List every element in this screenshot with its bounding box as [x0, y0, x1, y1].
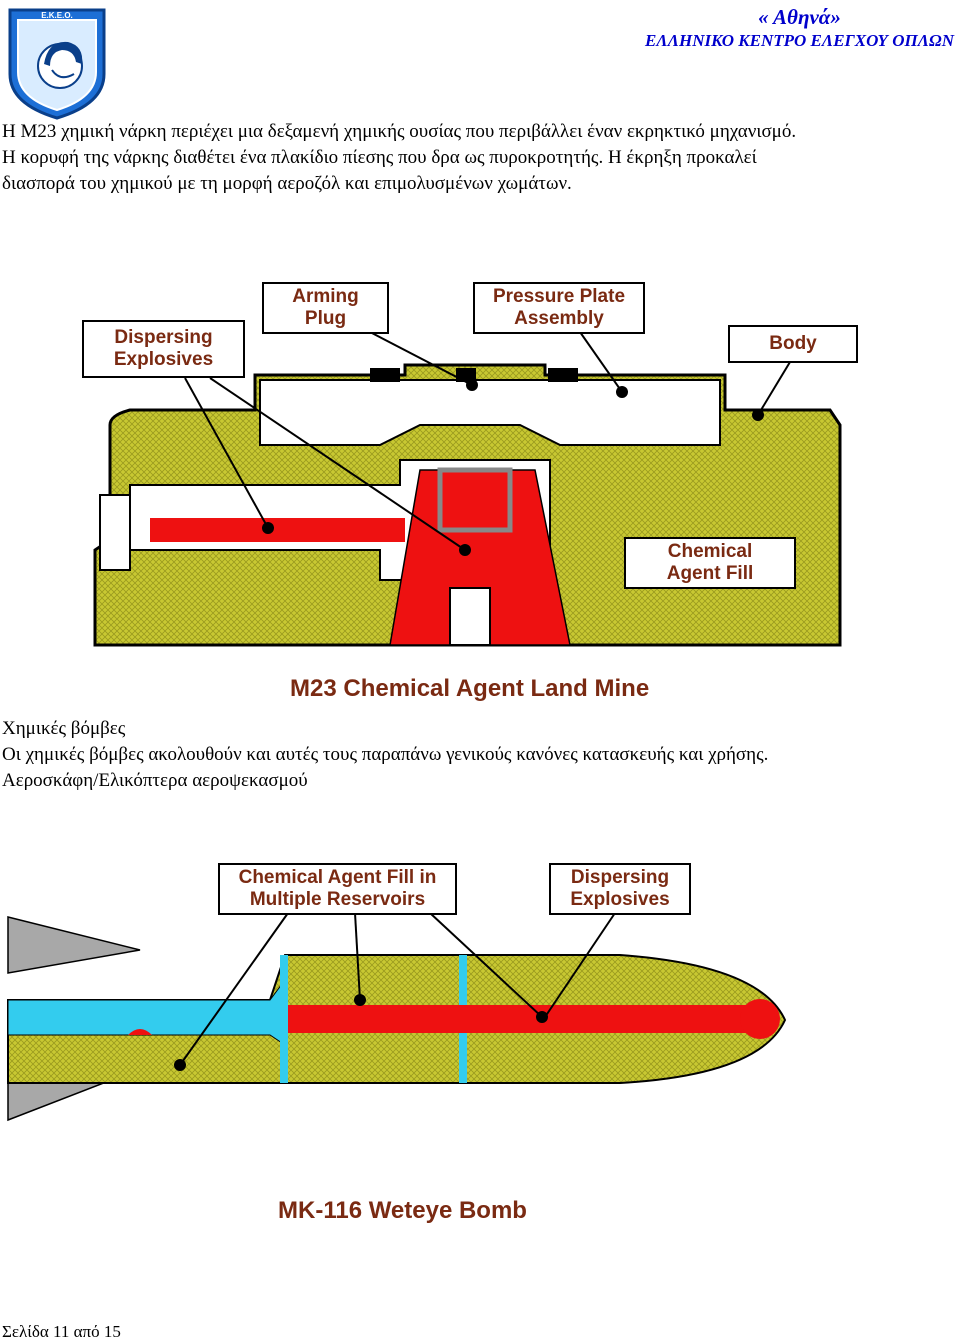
bomb-caption: MK-116 Weteye Bomb — [278, 1197, 527, 1224]
label-dispersing-explosives: Dispersing Explosives — [82, 320, 245, 378]
header-title: « Αθηνά» — [758, 5, 841, 29]
label-chemical-agent-fill-reservoirs: Chemical Agent Fill in Multiple Reservoi… — [218, 863, 457, 915]
section-heading: Χημικές βόμβες — [2, 718, 126, 739]
side-plug — [99, 494, 131, 571]
plate-block-left — [370, 368, 400, 382]
label-chemical-line-2: Agent Fill — [666, 563, 754, 584]
intro-line-2: Η κορυφή της νάρκης διαθέτει ένα πλακίδι… — [2, 147, 757, 168]
mk116-bomb-diagram — [7, 912, 787, 1122]
intro-paragraph: Η M23 χημική νάρκη περιέχει μια δεξαμενή… — [2, 119, 958, 197]
label-arming-line-2: Plug — [304, 308, 347, 329]
logo-text: Ε.Κ.Ε.Ο. — [41, 11, 73, 20]
header-subtitle: ΕΛΛΗΝΙΚΟ ΚΕΝΤΡΟ ΕΛΕΓΧΟΥ ΟΠΛΩΝ — [645, 31, 954, 50]
label-body: Body — [728, 325, 858, 363]
label-arming-plug: Arming Plug — [262, 282, 389, 334]
label-dispersing-line-1: Dispersing — [114, 327, 213, 348]
label-arming-line-1: Arming — [292, 286, 359, 307]
label-fill-line-1: Chemical Agent Fill in — [238, 867, 437, 888]
intro-line-1: Η M23 χημική νάρκη περιέχει μια δεξαμενή… — [2, 121, 797, 142]
section-line-2: Αεροσκάφη/Ελικόπτερα αεροψεκασμού — [2, 770, 308, 791]
mine-leader-dots — [262, 379, 764, 556]
bomb-leader-lines — [179, 912, 616, 1066]
burster-charge — [288, 1005, 771, 1033]
bomb-leader-dots — [174, 994, 548, 1071]
eke-o-logo: Ε.Κ.Ε.Ο. — [8, 8, 106, 120]
label-pressure-line-2: Assembly — [514, 308, 604, 329]
plate-block-right — [548, 368, 578, 382]
label-bomb-disp-line-2: Explosives — [570, 889, 670, 910]
fuze-well — [449, 587, 491, 646]
page-header: « Αθηνά» ΕΛΛΗΝΙΚΟ ΚΕΝΤΡΟ ΕΛΕΓΧΟΥ ΟΠΛΩΝ — [645, 4, 954, 52]
page-footer: Σελίδα 11 από 15 — [2, 1322, 121, 1341]
reservoir-divider-1 — [280, 955, 288, 1083]
dispersing-explosive-tube — [150, 518, 405, 542]
pressure-plate-shape — [259, 379, 721, 446]
burster-nose — [740, 999, 780, 1039]
label-dispersing-line-2: Explosives — [113, 349, 214, 370]
mine-leader-lines — [184, 331, 791, 551]
intro-line-3: διασπορά του χημικού με τη μορφή αεροζόλ… — [2, 173, 572, 194]
label-bomb-disp-line-1: Dispersing — [570, 867, 670, 888]
label-chemical-line-1: Chemical — [667, 541, 753, 562]
upper-fin — [7, 916, 141, 974]
label-pressure-plate-assembly: Pressure Plate Assembly — [473, 282, 645, 334]
bombs-section: Χημικές βόμβες Οι χημικές βόμβες ακολουθ… — [2, 716, 958, 794]
arming-plug-housing — [437, 467, 513, 533]
tail-section — [7, 978, 286, 1046]
label-fill-line-2: Multiple Reservoirs — [249, 889, 426, 910]
label-chemical-agent-fill: Chemical Agent Fill — [624, 537, 796, 589]
mine-caption: M23 Chemical Agent Land Mine — [290, 675, 650, 702]
label-pressure-line-1: Pressure Plate — [492, 286, 626, 307]
label-bomb-dispersing-explosives: Dispersing Explosives — [549, 863, 691, 915]
label-body-text: Body — [769, 333, 817, 354]
tail-fuze — [128, 1029, 152, 1035]
section-line-1: Οι χημικές βόμβες ακολουθούν και αυτές τ… — [2, 744, 769, 765]
